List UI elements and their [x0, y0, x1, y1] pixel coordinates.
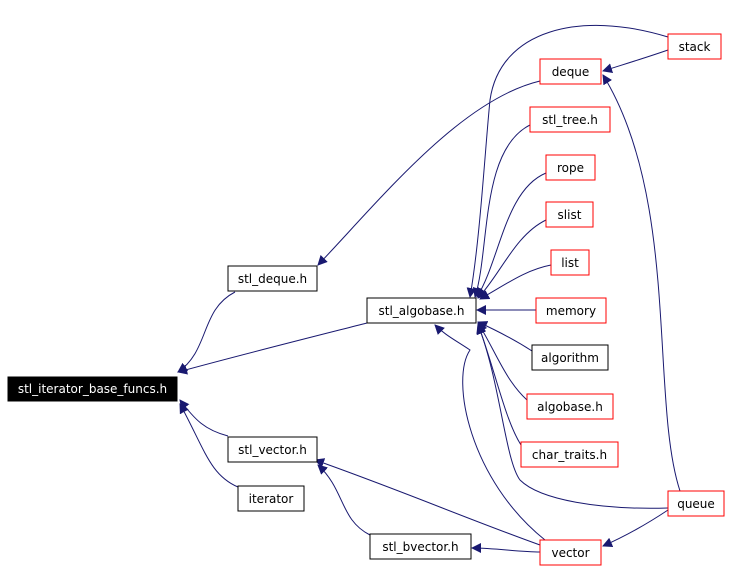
node-algorithm[interactable]: algorithm [531, 344, 609, 371]
node-deque-label: deque [552, 65, 590, 79]
node-algorithm-label: algorithm [541, 351, 599, 365]
node-stl-tree-h-label: stl_tree.h [542, 113, 598, 127]
node-memory-label: memory [546, 304, 596, 318]
edge-slist-to-stl-algobase-h [477, 219, 547, 299]
edge-queue-to-vector [602, 509, 669, 547]
node-stl-vector-h[interactable]: stl_vector.h [227, 436, 318, 463]
node-char-traits-h[interactable]: char_traits.h [520, 441, 619, 468]
node-slist[interactable]: slist [545, 201, 594, 228]
edge-stack-to-deque [602, 49, 669, 74]
node-stl-bvector-h-label: stl_bvector.h [382, 540, 458, 554]
node-stack-label: stack [679, 40, 711, 54]
node-stl-algobase-h-label: stl_algobase.h [379, 304, 465, 318]
node-vector-label: vector [551, 546, 589, 560]
node-root-label: stl_iterator_base_funcs.h [18, 382, 167, 396]
node-stl-vector-h-label: stl_vector.h [238, 443, 307, 457]
node-iterator[interactable]: iterator [237, 485, 305, 512]
edge-stl-algobase-h-to-root [177, 322, 368, 375]
edge-stl-tree-h-to-stl-algobase-h [472, 124, 531, 298]
edge-iterator-to-root [179, 403, 239, 488]
edge-vector-to-stl-bvector-h [471, 543, 541, 554]
node-queue[interactable]: queue [667, 490, 725, 517]
node-deque[interactable]: deque [539, 58, 602, 85]
node-char-traits-h-label: char_traits.h [532, 448, 607, 462]
node-queue-label: queue [677, 497, 715, 511]
node-algobase-h[interactable]: algobase.h [526, 393, 614, 420]
node-stack[interactable]: stack [667, 33, 722, 60]
node-rope-label: rope [557, 161, 584, 175]
node-stl-deque-h-label: stl_deque.h [238, 272, 307, 286]
node-iterator-label: iterator [249, 492, 294, 506]
edge-queue-to-deque [602, 74, 681, 492]
node-list[interactable]: list [550, 249, 590, 276]
edge-stack-to-stl-algobase-h [466, 25, 669, 298]
edge-list-to-stl-algobase-h [479, 264, 552, 300]
edge-rope-to-stl-algobase-h [476, 172, 547, 298]
node-stl-deque-h[interactable]: stl_deque.h [227, 265, 318, 292]
edge-queue-to-stl-algobase-h [476, 324, 669, 509]
node-stl-algobase-h[interactable]: stl_algobase.h [366, 297, 477, 324]
node-stl-tree-h[interactable]: stl_tree.h [529, 106, 611, 133]
edge-algobase-h-to-stl-algobase-h [477, 322, 528, 401]
edge-stl-deque-h-to-root [177, 291, 236, 373]
node-list-label: list [561, 256, 579, 270]
node-memory[interactable]: memory [535, 297, 607, 324]
edge-stl-bvector-h-to-stl-vector-h [317, 464, 371, 536]
node-stl-bvector-h[interactable]: stl_bvector.h [369, 533, 472, 560]
edge-vector-to-stl-vector-h [314, 458, 541, 546]
node-algobase-h-label: algobase.h [537, 400, 603, 414]
edge-vector-to-stl-algobase-h [434, 324, 546, 541]
node-root[interactable]: stl_iterator_base_funcs.h [7, 376, 178, 402]
node-rope[interactable]: rope [545, 154, 596, 181]
node-slist-label: slist [558, 208, 582, 222]
edge-deque-to-stl-deque-h [317, 80, 541, 266]
node-vector[interactable]: vector [539, 539, 602, 566]
